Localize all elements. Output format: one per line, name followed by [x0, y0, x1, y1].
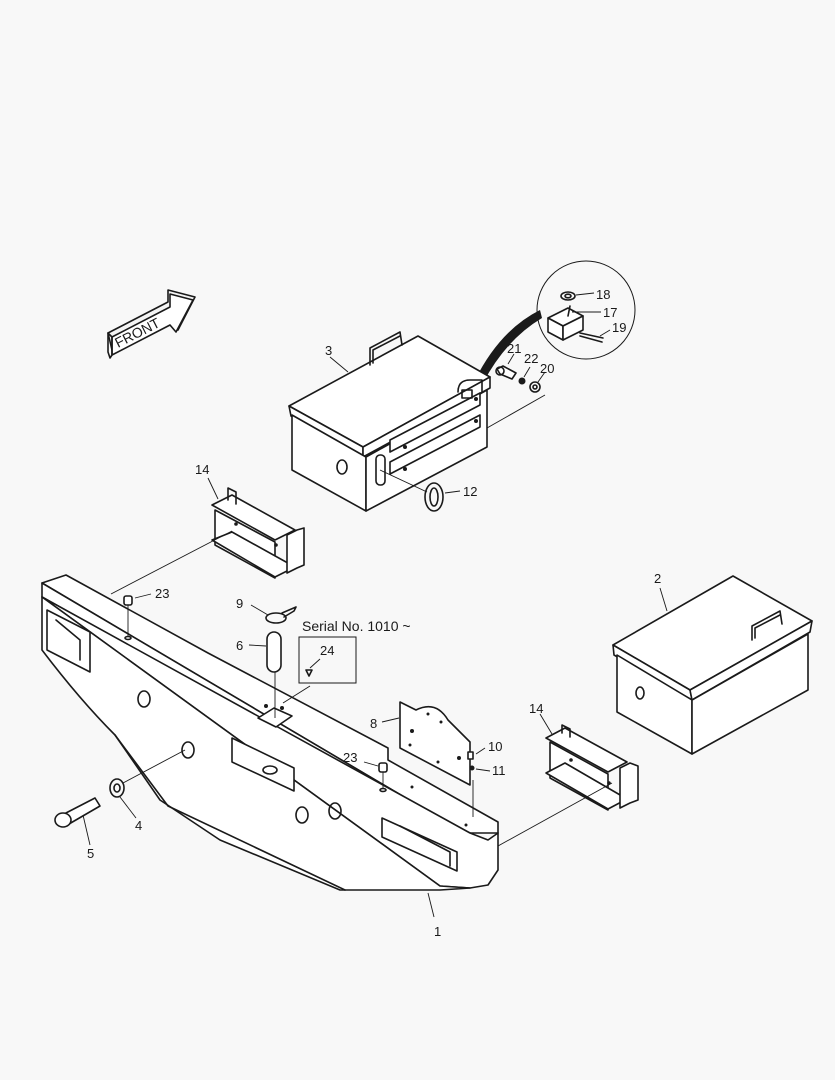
serial-note: Serial No. 1010 ~ [302, 618, 411, 634]
tool-box [612, 575, 813, 755]
label-11: 11 [492, 763, 506, 778]
label-24: 24 [320, 643, 334, 658]
label-14-right: 14 [529, 701, 543, 716]
label-17: 17 [603, 305, 617, 320]
washer-and-bolt [54, 749, 186, 846]
bracket-right [497, 713, 639, 847]
label-18: 18 [596, 287, 610, 302]
label-23-right: 23 [343, 750, 357, 765]
label-19: 19 [612, 320, 626, 335]
label-6: 6 [236, 638, 243, 653]
label-22: 22 [524, 351, 538, 366]
label-8: 8 [370, 716, 377, 731]
callout-labels: 3 18 17 19 21 22 20 12 14 2 23 9 Serial … [87, 287, 661, 939]
fasteners-21-22-20 [486, 353, 546, 429]
detail-switch-callout [475, 260, 636, 385]
label-4: 4 [135, 818, 142, 833]
label-5: 5 [87, 846, 94, 861]
plug-left [123, 593, 152, 641]
bracket-left [110, 477, 305, 595]
label-20: 20 [540, 361, 554, 376]
label-14-left: 14 [195, 462, 209, 477]
plate [381, 701, 491, 817]
battery-box [288, 331, 491, 512]
label-21: 21 [507, 341, 521, 356]
label-10: 10 [488, 739, 502, 754]
label-23-left: 23 [155, 586, 169, 601]
label-2: 2 [654, 571, 661, 586]
label-3: 3 [325, 343, 332, 358]
label-12: 12 [463, 484, 477, 499]
grommet [379, 469, 461, 512]
label-1: 1 [434, 924, 441, 939]
leader-3 [329, 356, 349, 373]
serial-detail-box [298, 636, 357, 684]
label-9: 9 [236, 596, 243, 611]
pin-and-snap-pin [248, 604, 311, 718]
plug-right [363, 761, 388, 793]
front-arrow-icon: FRONT [107, 289, 196, 359]
